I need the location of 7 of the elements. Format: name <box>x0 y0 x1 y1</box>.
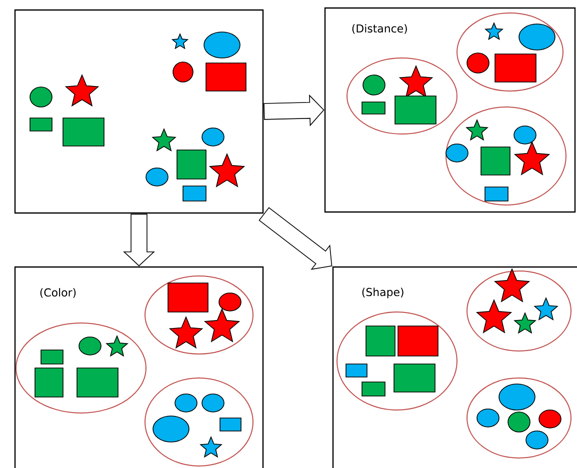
panel <box>14 9 264 214</box>
block-arrow <box>264 94 324 126</box>
panel: (Shape) <box>332 266 577 468</box>
panel: (Color) <box>14 266 264 468</box>
block-arrow <box>258 207 332 270</box>
block-arrow <box>123 214 155 266</box>
panel: (Distance) <box>324 7 576 213</box>
